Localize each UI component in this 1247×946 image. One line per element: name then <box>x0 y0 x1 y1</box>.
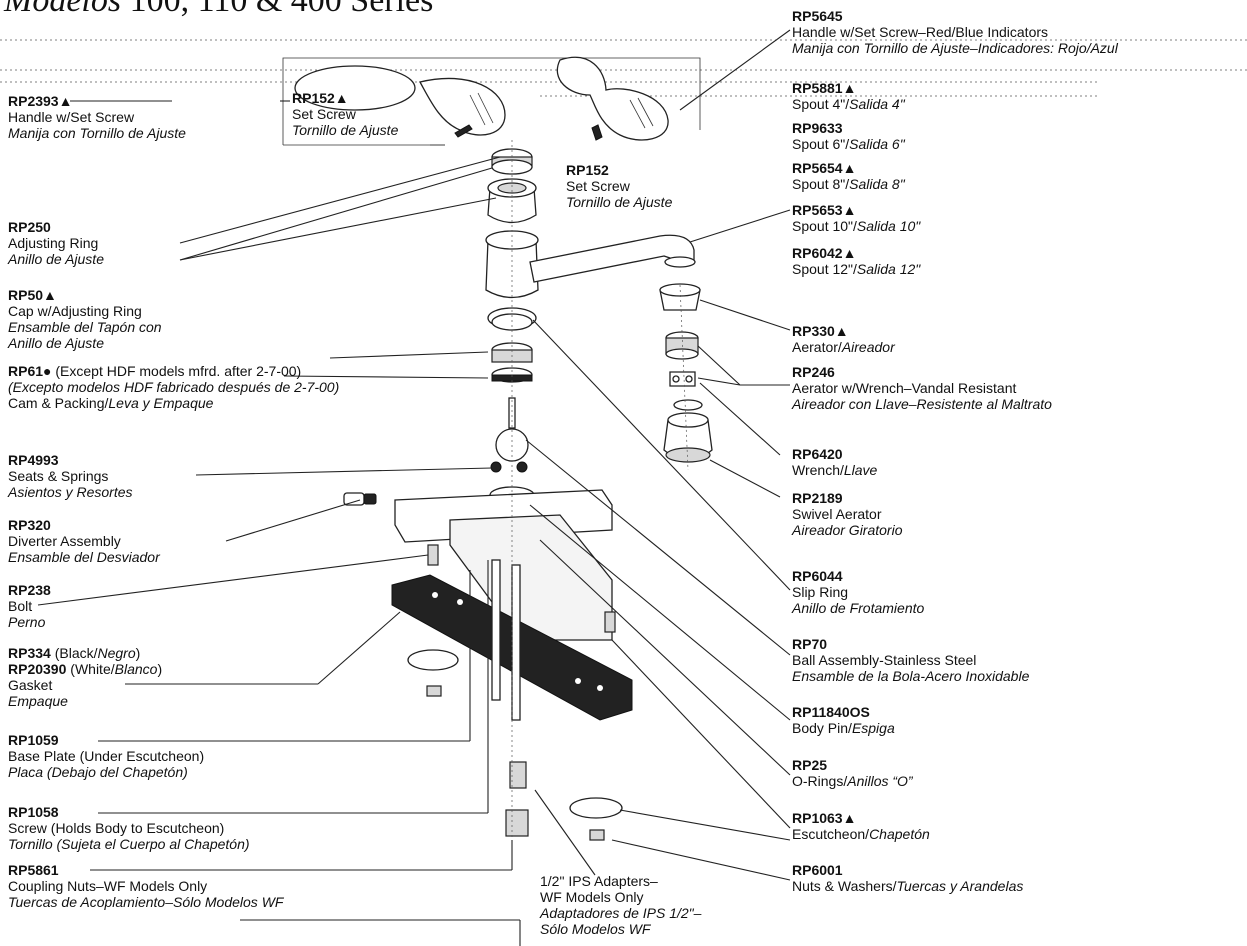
bolt-left <box>427 544 439 566</box>
diverter <box>343 492 377 506</box>
part-label-rp5654: RP5654▲Spout 8"/Salida 8" <box>792 160 905 192</box>
aerator <box>659 283 701 311</box>
washer-right <box>569 797 623 819</box>
seat-right <box>516 461 528 473</box>
leader-lines <box>37 29 791 881</box>
seat-left <box>490 461 502 473</box>
part-label-rp6042: RP6042▲Spout 12"/Salida 12" <box>792 245 921 277</box>
washer-left <box>407 649 459 671</box>
handle-right <box>556 56 669 141</box>
aerator-vandal <box>665 331 699 360</box>
part-label-rp1063: RP1063▲Escutcheon/Chapetón <box>792 810 930 842</box>
part-label-rp61: RP61● (Except HDF models mfrd. after 2-7… <box>8 363 340 411</box>
ips-adapter <box>509 761 527 789</box>
part-label-rp330: RP330▲Aerator/Aireador <box>792 323 895 355</box>
handle-left <box>294 65 506 138</box>
coupling-nut <box>505 809 529 837</box>
nut-left <box>426 685 442 697</box>
part-label-rp334: RP334 (Black/Negro) RP20390 (White/Blanc… <box>8 645 163 709</box>
nut-right <box>589 829 605 841</box>
wrench <box>669 371 696 387</box>
swivel-aerator <box>663 399 713 463</box>
cam-and-packing <box>491 342 533 383</box>
part-label-rp5881: RP5881▲Spout 4"/Salida 4" <box>792 80 905 112</box>
shank-1 <box>491 559 501 701</box>
shank-2 <box>511 564 521 721</box>
page-title: Modelos 100, 110 & 400 Series <box>4 0 434 19</box>
part-label-rp5653: RP5653▲Spout 10"/Salida 10" <box>792 202 921 234</box>
bolt-right <box>604 611 616 633</box>
